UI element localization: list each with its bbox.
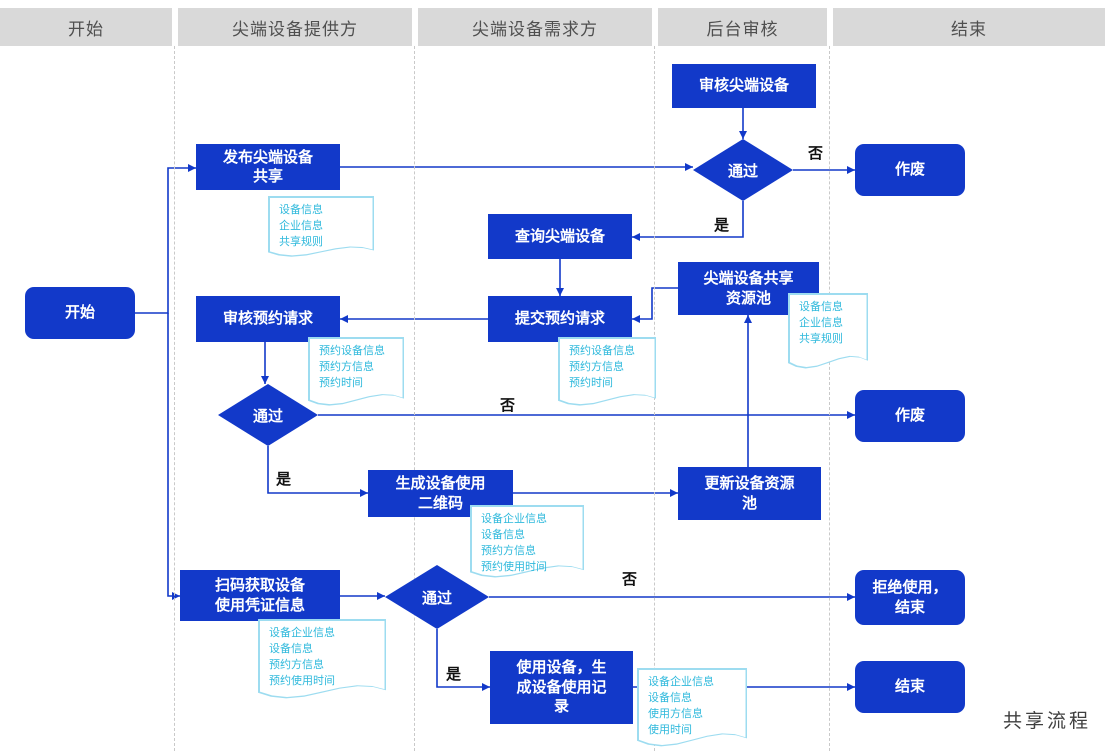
doc-line: 预约设备信息 [569,345,635,357]
doc-line: 使用时间 [648,723,692,736]
document-shape [258,619,386,699]
lane-header-provider: 尖端设备提供方 [178,8,412,46]
doc-line: 预约时间 [319,376,363,389]
lane-divider-1 [174,46,175,751]
doc-line: 预约方信息 [569,360,624,373]
doc-note-publish: 设备信息 企业信息 共享规则 [268,196,374,258]
doc-line: 预约使用时间 [269,674,335,687]
doc-note-submit: 预约设备信息 预约方信息 预约时间 [558,337,656,407]
doc-line: 共享规则 [279,235,323,248]
doc-line: 设备信息 [648,691,692,704]
document-shape [470,505,584,578]
doc-line: 设备信息 [279,204,323,216]
edge-label-pass3-no: 否 [622,571,638,588]
edge-start-to-scan [167,313,180,600]
node-review-equipment: 审核尖端设备 [672,64,816,108]
doc-line: 设备信息 [799,301,843,313]
doc-note-pool: 设备信息 企业信息 共享规则 [788,293,868,370]
node-use-equipment: 使用设备，生 成设备使用记 录 [490,651,633,724]
node-refuse-end: 拒绝使用， 结束 [855,570,965,625]
doc-line: 企业信息 [279,219,323,232]
document-shape [637,668,747,747]
document-shape [268,196,374,257]
doc-line: 预约使用时间 [481,560,547,573]
doc-line: 设备企业信息 [648,676,714,688]
doc-line: 设备企业信息 [481,513,547,525]
doc-line: 预约方信息 [269,658,324,671]
edge-pool-to-submit [632,287,678,323]
edge-label-pass1-no: 否 [808,145,824,162]
doc-note-review: 预约设备信息 预约方信息 预约时间 [308,337,404,407]
doc-line: 共享规则 [799,332,843,345]
document-shape [558,337,656,406]
edge-pass1-yes-to-query [632,201,744,241]
edge-label-pass3-yes: 是 [446,666,462,683]
lane-header-start: 开始 [0,8,172,46]
doc-line: 设备企业信息 [269,627,335,639]
lane-divider-3 [654,46,655,751]
lane-header-backend-review: 后台审核 [658,8,827,46]
edge-start-to-publish [135,164,196,314]
node-query-equipment: 查询尖端设备 [488,214,632,259]
doc-line: 预约时间 [569,376,613,389]
doc-note-use: 设备企业信息 设备信息 使用方信息 使用时间 [637,668,747,748]
doc-line: 预约方信息 [481,544,536,557]
node-scan-code: 扫码获取设备 使用凭证信息 [180,570,340,621]
node-submit-reservation: 提交预约请求 [488,296,632,342]
edge-label-pass1-yes: 是 [714,217,730,234]
node-publish-equipment: 发布尖端设备 共享 [196,144,340,190]
lane-header-demander: 尖端设备需求方 [418,8,652,46]
doc-note-scan: 设备企业信息 设备信息 预约方信息 预约使用时间 [258,619,386,700]
lane-divider-4 [829,46,830,751]
doc-line: 使用方信息 [648,707,703,720]
node-update-pool: 更新设备资源 池 [678,467,821,520]
edge-label-pass2-no: 否 [500,397,516,414]
edge-pass3-yes-to-use [436,629,490,691]
node-end: 结束 [855,661,965,713]
doc-line: 设备信息 [269,642,313,655]
node-start: 开始 [25,287,135,339]
document-shape [308,337,404,406]
node-void-2: 作废 [855,390,965,442]
doc-line: 企业信息 [799,316,843,329]
doc-line: 预约设备信息 [319,345,385,357]
doc-line: 预约方信息 [319,360,374,373]
lane-divider-2 [414,46,415,751]
node-void-1: 作废 [855,144,965,196]
diagram-caption: 共享流程 [1003,711,1092,732]
document-shape [788,293,868,369]
lane-header-end: 结束 [833,8,1105,46]
edge-label-pass2-yes: 是 [276,471,292,488]
doc-line: 设备信息 [481,528,525,541]
node-review-reservation: 审核预约请求 [196,296,340,342]
edge-pass2-yes-to-qr [267,446,368,497]
doc-note-qr: 设备企业信息 设备信息 预约方信息 预约使用时间 [470,505,584,579]
